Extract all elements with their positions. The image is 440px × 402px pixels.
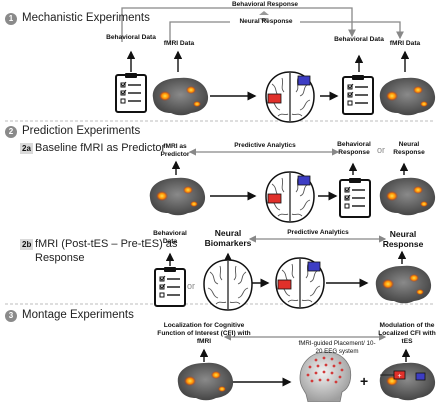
fmri-brain-icon bbox=[152, 77, 209, 116]
tes-brain-topview-icon bbox=[275, 257, 325, 309]
section-title: Prediction Experiments bbox=[22, 125, 141, 137]
subsection-title: Baseline fMRI as Predictor bbox=[35, 142, 166, 154]
or-label: or bbox=[377, 145, 386, 155]
fmri-brain-icon bbox=[149, 177, 206, 216]
clipboard-icon bbox=[154, 267, 186, 307]
placement-label: fMRI-guided Placement/ 10-20 EEG system bbox=[298, 340, 376, 355]
neural-biomarkers-brain-icon bbox=[203, 259, 253, 311]
fmri-brain-icon bbox=[177, 362, 234, 401]
behavioral-response-label: Behavioral Response bbox=[231, 1, 299, 8]
neural-biomarkers-label: Neural Biomarkers bbox=[204, 228, 252, 248]
updown-arrow-icon bbox=[259, 11, 269, 22]
fmri-brain-icon bbox=[375, 265, 432, 304]
behavioral-data-label: Behavioral Data bbox=[106, 34, 156, 41]
section-number-badge: 3 bbox=[5, 310, 17, 322]
subsection-tag: 2a bbox=[20, 143, 33, 154]
behavioral-data-label: Behavioral Data bbox=[334, 36, 384, 43]
or-label: or bbox=[187, 281, 196, 291]
clipboard-icon bbox=[342, 75, 374, 115]
localization-label: Localization for Cognitive Function of I… bbox=[157, 322, 251, 345]
subsection-title: fMRI (Post-tES – Pre-tES) as bbox=[35, 238, 178, 250]
fmri-data-label: fMRI Data bbox=[389, 40, 421, 47]
neural-response-label: Neural Response bbox=[393, 141, 425, 156]
fmri-brain-icon bbox=[379, 177, 436, 216]
neural-response-bracket bbox=[169, 21, 404, 42]
clipboard-icon bbox=[115, 73, 147, 113]
tes-brain-topview-icon bbox=[265, 171, 315, 223]
section-title: Montage Experiments bbox=[22, 309, 134, 321]
behavioral-response-label: Behavioral Response bbox=[337, 141, 371, 156]
tes-brain-topview-icon bbox=[265, 71, 315, 123]
behavioral-response-bracket bbox=[121, 7, 356, 42]
behavioral-data-label: Behavioral Data bbox=[153, 230, 187, 245]
subsection-tag: 2b bbox=[20, 239, 34, 250]
section-title: Mechanistic Experiments bbox=[22, 12, 150, 24]
fmri-data-label: fMRI Data bbox=[163, 40, 195, 47]
neural-response-label: Neural Response bbox=[239, 18, 293, 25]
svg-text:+: + bbox=[397, 373, 401, 380]
fmri-predictor-label: fMRI as Predictor bbox=[160, 143, 190, 158]
plus-sign: + bbox=[360, 373, 369, 389]
section-number-badge: 2 bbox=[5, 126, 17, 138]
predictive-analytics-label: Predictive Analytics bbox=[287, 229, 349, 236]
eeg-cap-head-icon bbox=[299, 351, 352, 402]
section-number-badge: 1 bbox=[5, 13, 17, 25]
subsection-title-line2: Response bbox=[35, 252, 85, 264]
neural-response-label: Neural Response bbox=[382, 229, 424, 249]
modulation-label: Modulation of the Localized CFI with tES bbox=[378, 322, 436, 345]
clipboard-icon bbox=[339, 178, 371, 218]
fmri-brain-stimulated-icon: + bbox=[379, 362, 436, 401]
predictive-analytics-label: Predictive Analytics bbox=[234, 142, 296, 149]
fmri-brain-icon bbox=[379, 77, 436, 116]
